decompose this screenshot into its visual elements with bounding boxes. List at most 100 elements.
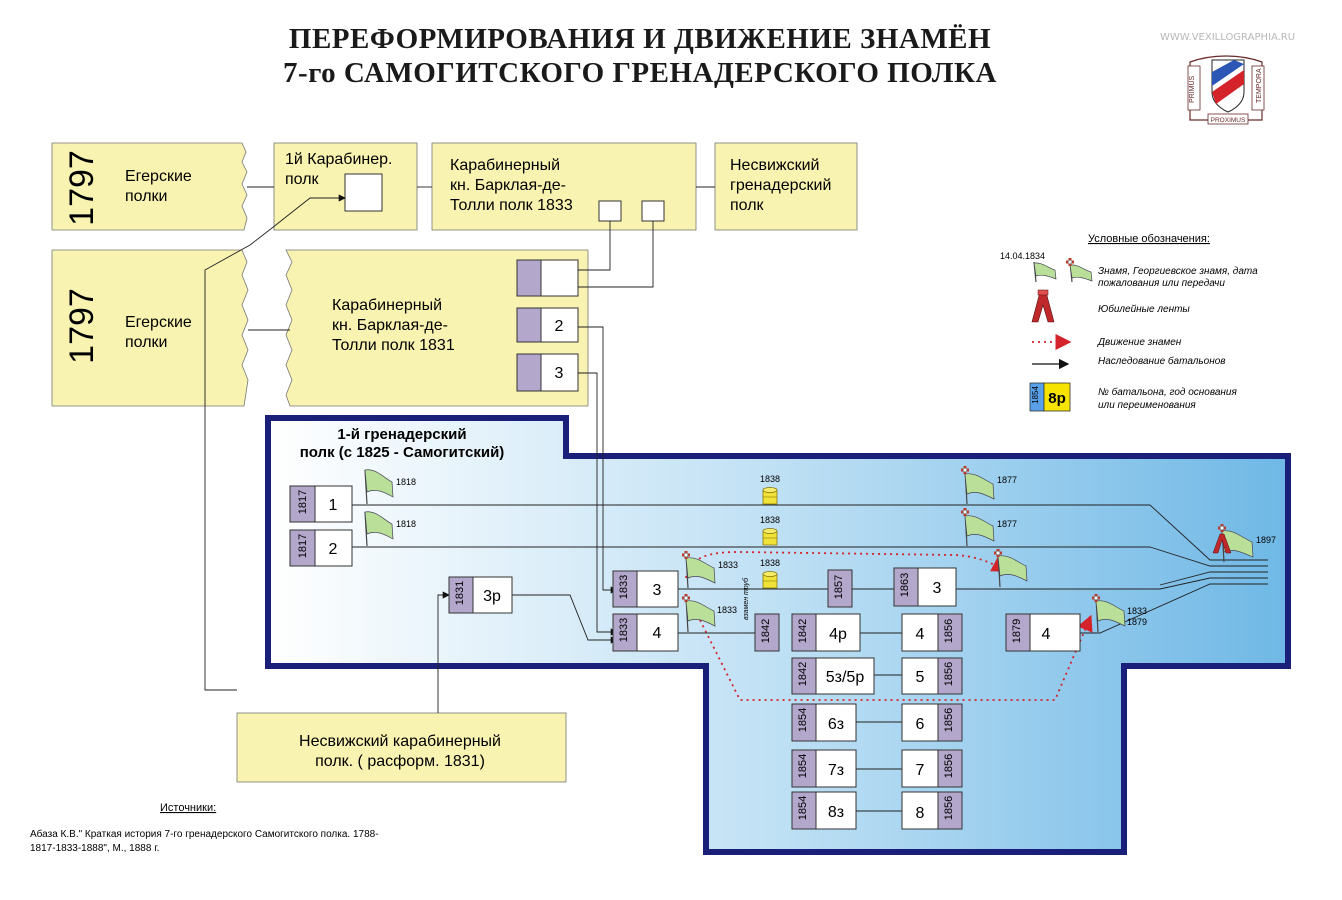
inheritance-lines: [204, 186, 1268, 812]
box-label-line: Егерские: [125, 168, 192, 185]
legend-text: Движение знамен: [1097, 337, 1182, 348]
flag-year: 1833: [717, 605, 737, 615]
battalion-year: 1833: [618, 575, 630, 599]
battalion-number: 3р: [483, 588, 501, 605]
box-label-line: Егерские: [125, 314, 192, 331]
regiment-name-line: полк (с 1825 - Самогитский): [300, 444, 505, 461]
battalion-number: 6з: [828, 716, 844, 733]
ribbon-year: 1838: [760, 558, 780, 568]
flag-icon: [364, 511, 394, 547]
battalion-number: 3: [933, 580, 942, 597]
ribbon-icon: [762, 528, 778, 546]
box-label-line: Карабинерный: [450, 157, 560, 174]
logo-word-2: PROXIMUS: [1211, 117, 1246, 124]
george-flag-icon: [961, 508, 995, 547]
box-barclay-1831: Карабинерный кн. Барклая-де- Толли полк …: [285, 249, 589, 407]
box-label-line: кн. Барклая-де-: [450, 177, 566, 194]
box-barclay-1833: Карабинерный кн. Барклая-де- Толли полк …: [431, 142, 697, 231]
battalion-empty: [598, 200, 622, 222]
battalion-year: 1863: [899, 573, 911, 597]
battalion-empty: [540, 259, 579, 297]
battalion-7: 7 1856: [901, 749, 963, 788]
box-label-line: 1й Карабинер.: [285, 151, 392, 168]
battalion-empty: [344, 173, 383, 212]
legend-title: Условные обозначения:: [1088, 233, 1210, 245]
battalion-1: 1817 1: [289, 485, 353, 523]
ribbon-icon: [762, 571, 778, 589]
george-flag-icon: [961, 466, 995, 505]
battalion-number: 8: [916, 805, 925, 822]
battalion-number: 4р: [829, 626, 847, 643]
box-eger-1797-bottom: 1797 Егерские полки: [51, 249, 249, 407]
battalion-number: 2: [329, 541, 338, 558]
box-label-line: Несвижский карабинерный: [299, 733, 501, 750]
battalion-number: 4: [653, 625, 662, 642]
battalion-empty: [641, 200, 665, 222]
flag-year: 1818: [396, 477, 416, 487]
battalion-2: 1817 2: [289, 529, 353, 567]
george-flag-icon: [994, 549, 1028, 588]
box-label-line: полк. ( расформ. 1831): [315, 753, 485, 770]
legend-text: № батальона, год основания: [1098, 386, 1237, 398]
box-label-line: кн. Барклая-де-: [332, 317, 448, 334]
battalion-number: 7: [916, 762, 925, 779]
flag-year: 1877: [997, 519, 1017, 529]
battalion-6z: 1854 6з: [791, 703, 857, 742]
flag-movement-lines: [685, 551, 1093, 701]
trumpets-note: взамен труб: [742, 577, 750, 620]
sources-line: 1817-1833-1888", М., 1888 г.: [30, 843, 159, 854]
battalion-number: 1: [329, 497, 338, 514]
year-vertical: 1797: [63, 288, 101, 364]
battalion-year: 1817: [297, 534, 309, 558]
battalion-year: 1856: [943, 796, 955, 820]
legend-text: или переименования: [1098, 400, 1196, 411]
flag-year: 1833: [718, 560, 738, 570]
anniversary-ribbon-icon: [1031, 289, 1055, 323]
legend-sample-number: 8р: [1048, 390, 1066, 407]
box-label-line: полк: [285, 171, 320, 188]
title-line-1: ПЕРЕФОРМИРОВАНИЯ И ДВИЖЕНИЕ ЗНАМЁН: [288, 23, 992, 55]
battalion-year: 1842: [797, 662, 809, 686]
logo: PRIMUS TEMPORA PROXIMUS: [1187, 55, 1265, 125]
legend-text: пожалования или передачи: [1098, 278, 1225, 289]
battalion-year: 1854: [797, 754, 809, 778]
battalion-year: 1857: [833, 575, 845, 599]
battalion-year: 1856: [943, 754, 955, 778]
battalion-year: 1879: [1011, 619, 1023, 643]
battalion-number: 7з: [828, 762, 844, 779]
year-1857: 1857: [827, 569, 853, 608]
battalion-number: 3: [555, 365, 564, 382]
battalion-year: 1856: [943, 619, 955, 643]
legend-sample-year: 1854: [1031, 386, 1040, 404]
regiment-name-line: 1-й гренадерский: [337, 426, 466, 443]
box-nesv-gren: Несвижский гренадерский полк: [714, 142, 858, 231]
ribbon-icon: [762, 487, 778, 505]
battalion-8z: 1854 8з: [791, 791, 857, 830]
battalion-year: 1856: [943, 708, 955, 732]
battalion-number: 6: [916, 716, 925, 733]
title-line-2: 7-го САМОГИТСКОГО ГРЕНАДЕРСКОГО ПОЛКА: [283, 57, 997, 89]
box-label-line: полки: [125, 188, 167, 205]
battalion-year: 1833: [618, 618, 630, 642]
battalion-4r: 1842 4р: [791, 613, 861, 652]
battalion-7z: 1854 7з: [791, 749, 857, 788]
battalion-8: 8 1856: [901, 791, 963, 830]
flag-year: 1818: [396, 519, 416, 529]
legend-date: 14.04.1834: [1000, 251, 1045, 261]
box-label-line: полк: [730, 197, 765, 214]
flag-icon: [1033, 261, 1057, 283]
battalion-year: 1854: [797, 796, 809, 820]
battalion-number: 5: [916, 669, 925, 686]
box-label-line: гренадерский: [730, 177, 831, 194]
flag-icon: [364, 469, 394, 505]
sources: Источники: Абаза К.В." Краткая история 7…: [30, 802, 379, 854]
sources-line: Абаза К.В." Краткая история 7-го гренаде…: [30, 828, 379, 840]
flag-year: 1879: [1127, 617, 1147, 627]
ribbon-year: 1838: [760, 515, 780, 525]
legend: Условные обозначения: 14.04.1834 Знамя, …: [1000, 233, 1258, 412]
box-karab-1: 1й Карабинер. полк: [273, 142, 418, 231]
logo-word-1: PRIMUS: [1189, 75, 1196, 103]
battalion-year: 1831: [454, 581, 466, 605]
sources-title: Источники:: [160, 802, 216, 814]
